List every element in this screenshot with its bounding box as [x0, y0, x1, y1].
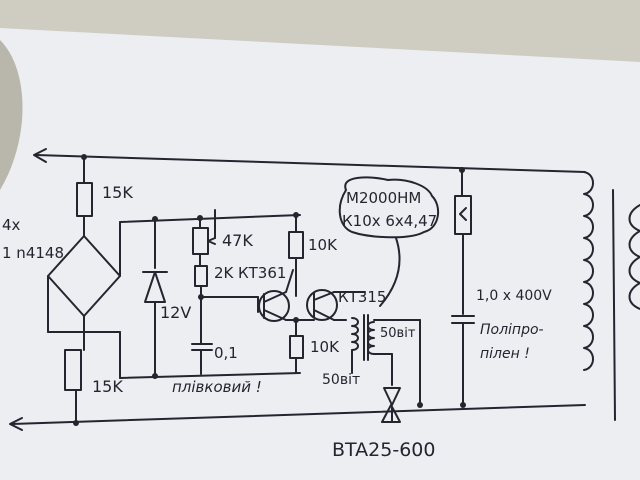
label-cap-big-type1: Поліпро- — [480, 322, 544, 338]
right-bar — [612, 189, 616, 421]
junction-dot — [417, 402, 423, 408]
label-triac: BTA25-600 — [332, 439, 435, 461]
top-rail-wire — [35, 154, 586, 173]
label-winding-right: 50віт — [380, 326, 416, 341]
label-core-line1: М2000НМ — [346, 189, 421, 207]
junction-dot — [198, 294, 204, 300]
label-diode-type: 1 n4148 — [2, 244, 64, 262]
bottom-arrow-icon — [9, 417, 23, 431]
label-r-10k-top: 10K — [308, 236, 338, 254]
winding-right — [367, 321, 375, 355]
top-arrow-icon — [33, 148, 47, 163]
label-r-top: 15K — [102, 183, 133, 202]
label-r-bottom: 15K — [92, 377, 123, 396]
junction-dot — [293, 212, 299, 218]
transistor-kt361 — [258, 290, 290, 322]
junction-dot — [81, 154, 87, 160]
junction-dot — [152, 373, 158, 379]
resistor-bottom — [64, 349, 82, 391]
junction-dot — [459, 167, 465, 173]
label-cap-note: плівковий ! — [172, 378, 262, 396]
label-trimmer: 47K — [222, 231, 253, 250]
label-cap-big: 1,0 x 400V — [476, 288, 552, 304]
label-diode-count: 4x — [2, 216, 21, 234]
paper-sheet — [0, 28, 640, 480]
label-r-10k-bottom: 10K — [310, 338, 340, 356]
label-winding-left: 50віт — [322, 372, 360, 388]
label-t2: КТ315 — [338, 288, 386, 306]
junction-dot — [460, 402, 466, 408]
left-object-shadow — [0, 40, 23, 190]
core-callout-bubble — [338, 176, 440, 239]
label-cap-big-type2: пілен ! — [480, 346, 530, 362]
junction-dot — [197, 215, 203, 221]
label-cap-small: 0,1 — [214, 344, 238, 362]
transistor-kt315 — [306, 289, 338, 321]
junction-dot — [73, 420, 79, 426]
label-zener: 12V — [160, 303, 191, 322]
triac-symbol — [383, 387, 401, 406]
winding-left — [351, 317, 359, 351]
right-partial-coil — [628, 204, 640, 310]
junction-dot — [293, 317, 299, 323]
label-t1: КТ361 — [238, 264, 286, 282]
label-r-2k: 2K — [214, 264, 235, 282]
load-coil — [583, 171, 594, 371]
junction-dot — [152, 216, 158, 222]
label-core-line2: К10x 6x4,47 — [342, 212, 437, 230]
callout-pointer — [379, 237, 401, 307]
bottom-rail-wire — [11, 404, 586, 425]
